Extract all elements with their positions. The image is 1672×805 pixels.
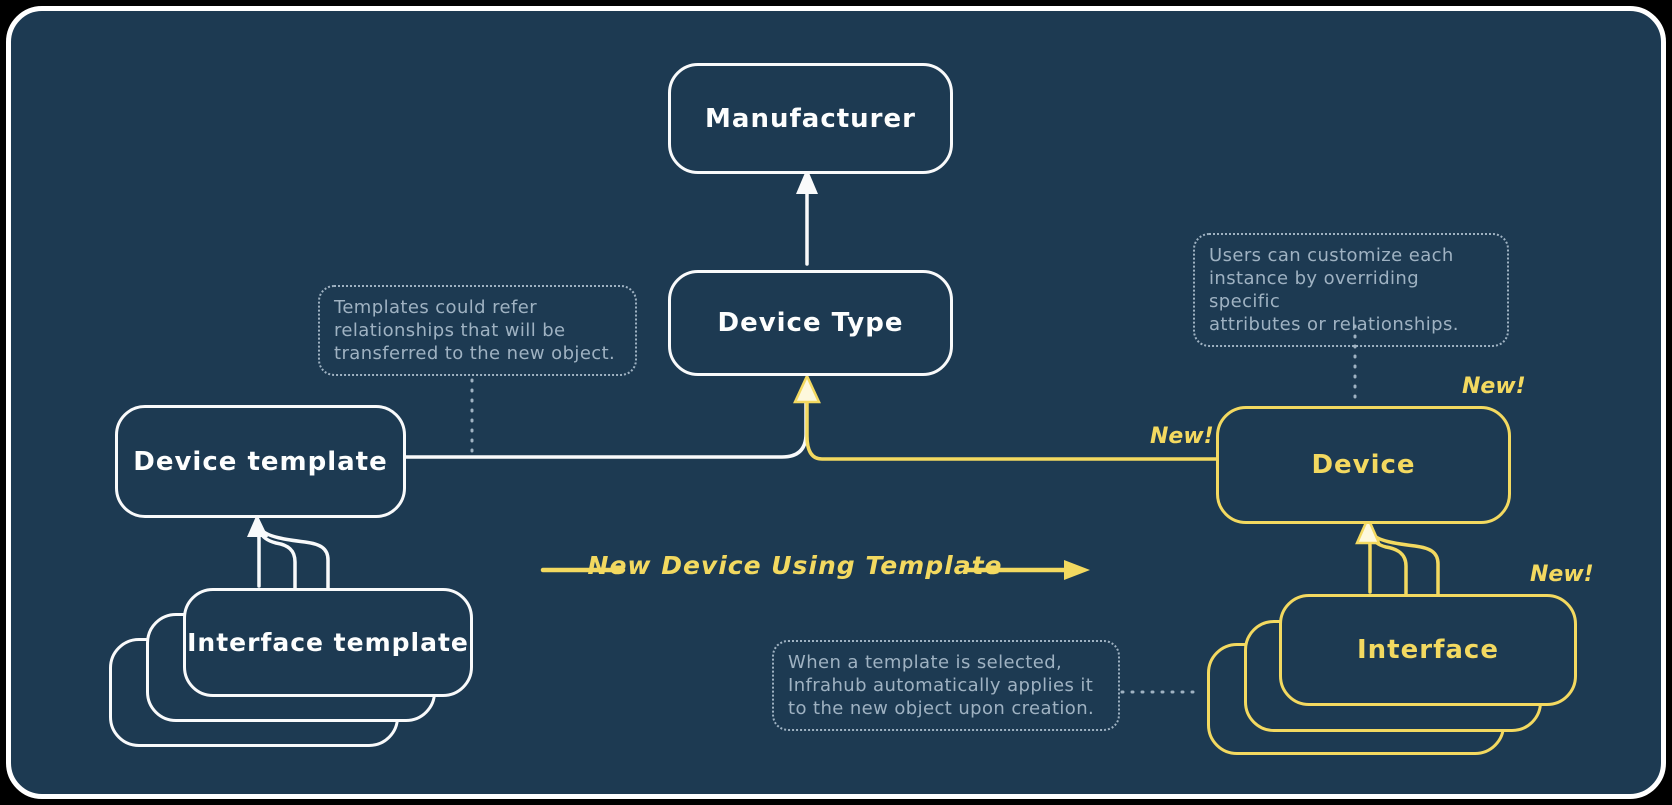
note-apply-line2: Infrahub automatically applies it (788, 675, 1094, 697)
node-interface-label: Interface (1357, 635, 1499, 665)
node-interface-template-label: Interface template (187, 628, 469, 657)
flow-arrow-label: New Device Using Template (587, 551, 1003, 580)
arrowhead-devicetype (793, 373, 821, 404)
node-device: Device (1216, 406, 1511, 524)
node-device-label: Device (1311, 450, 1416, 480)
note-customize: Users can customize each instance by ove… (1193, 233, 1509, 348)
arrowhead-manufacturer (796, 168, 818, 194)
arrowhead-flow (1064, 560, 1090, 580)
connector-interfacetemplate-strand2 (259, 527, 330, 592)
note-customize-line1: Users can customize each (1209, 245, 1454, 266)
note-customize-line3: attributes or relationships. (1209, 314, 1459, 336)
note-templates-line2: relationships that will be (334, 320, 566, 342)
badge-new-interface-top: New! (1530, 562, 1594, 587)
note-apply-line1: When a template is selected, (788, 652, 1063, 673)
arrowhead-device (1355, 514, 1381, 545)
node-device-template: Device template (115, 405, 406, 518)
badge-new-device-top: New! (1462, 374, 1526, 399)
badge-new-device-link: New! (1150, 424, 1214, 449)
arrowhead-devicetemplate (247, 514, 268, 537)
note-templates-line3: transferred to the new object. (334, 343, 616, 365)
connector-interface-strand2 (1370, 531, 1440, 596)
node-device-type: Device Type (668, 270, 953, 376)
node-manufacturer: Manufacturer (668, 63, 953, 174)
node-device-type-label: Device Type (717, 308, 904, 338)
node-manufacturer-label: Manufacturer (705, 103, 916, 134)
note-templates: Templates could refer relationships that… (318, 285, 637, 377)
node-device-template-label: Device template (133, 446, 388, 477)
note-templates-line1: Templates could refer (334, 297, 537, 318)
connector-device-to-devicetype (805, 390, 1218, 461)
node-interface: Interface (1279, 594, 1577, 706)
note-apply: When a template is selected, Infrahub au… (772, 640, 1120, 732)
note-apply-line3: to the new object upon creation. (788, 698, 1095, 720)
node-interface-template: Interface template (183, 588, 473, 697)
note-customize-line2: instance by overriding specific (1209, 268, 1420, 313)
